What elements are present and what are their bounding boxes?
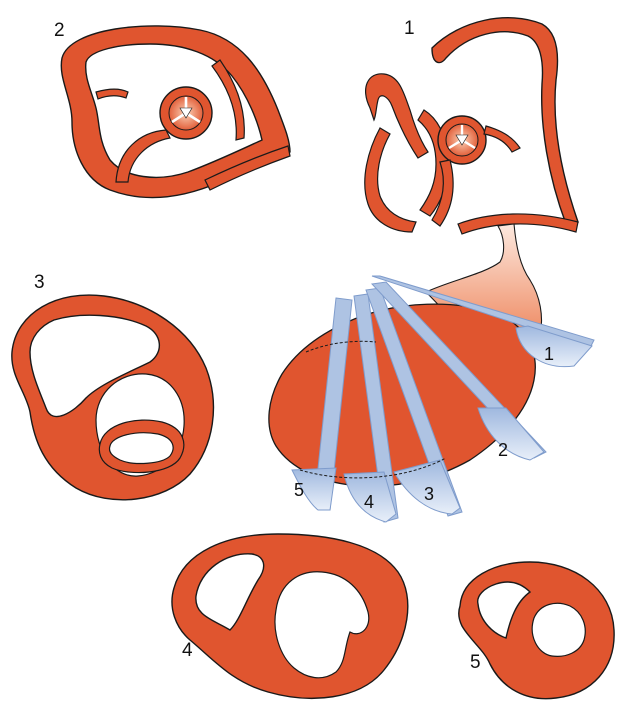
- plane-3-label: 3: [424, 484, 434, 504]
- section-1-descending-band: [458, 214, 578, 234]
- heart-body: [269, 304, 535, 486]
- section-5-label: 5: [470, 652, 481, 673]
- plane-4-label: 4: [364, 492, 374, 512]
- section-5-short-axis-apical: 5: [459, 562, 614, 699]
- section-2-label: 2: [54, 20, 65, 41]
- heart-with-section-planes: 5 4 3 2 1: [269, 224, 594, 522]
- section-4-label: 4: [182, 640, 193, 661]
- section-3-label: 3: [34, 272, 45, 293]
- section-1-long-axis: 1: [365, 18, 578, 234]
- plane-2-label: 2: [498, 440, 508, 460]
- section-5-lumen: [532, 603, 585, 656]
- section-4-short-axis-papillary: 4: [172, 534, 408, 698]
- section-1-posterior-wall: [484, 126, 520, 152]
- section-2-short-axis-great-vessels: 2: [54, 20, 290, 198]
- section-2-septum-left: [96, 89, 128, 99]
- section-1-ventricle-wall: [365, 128, 416, 232]
- section-3-short-axis-mitral: 3: [12, 272, 214, 500]
- section-1-label: 1: [404, 18, 415, 39]
- plane-1-label: 1: [544, 344, 554, 364]
- plane-5-label: 5: [294, 480, 304, 500]
- section-2-lower-arch: [116, 130, 170, 182]
